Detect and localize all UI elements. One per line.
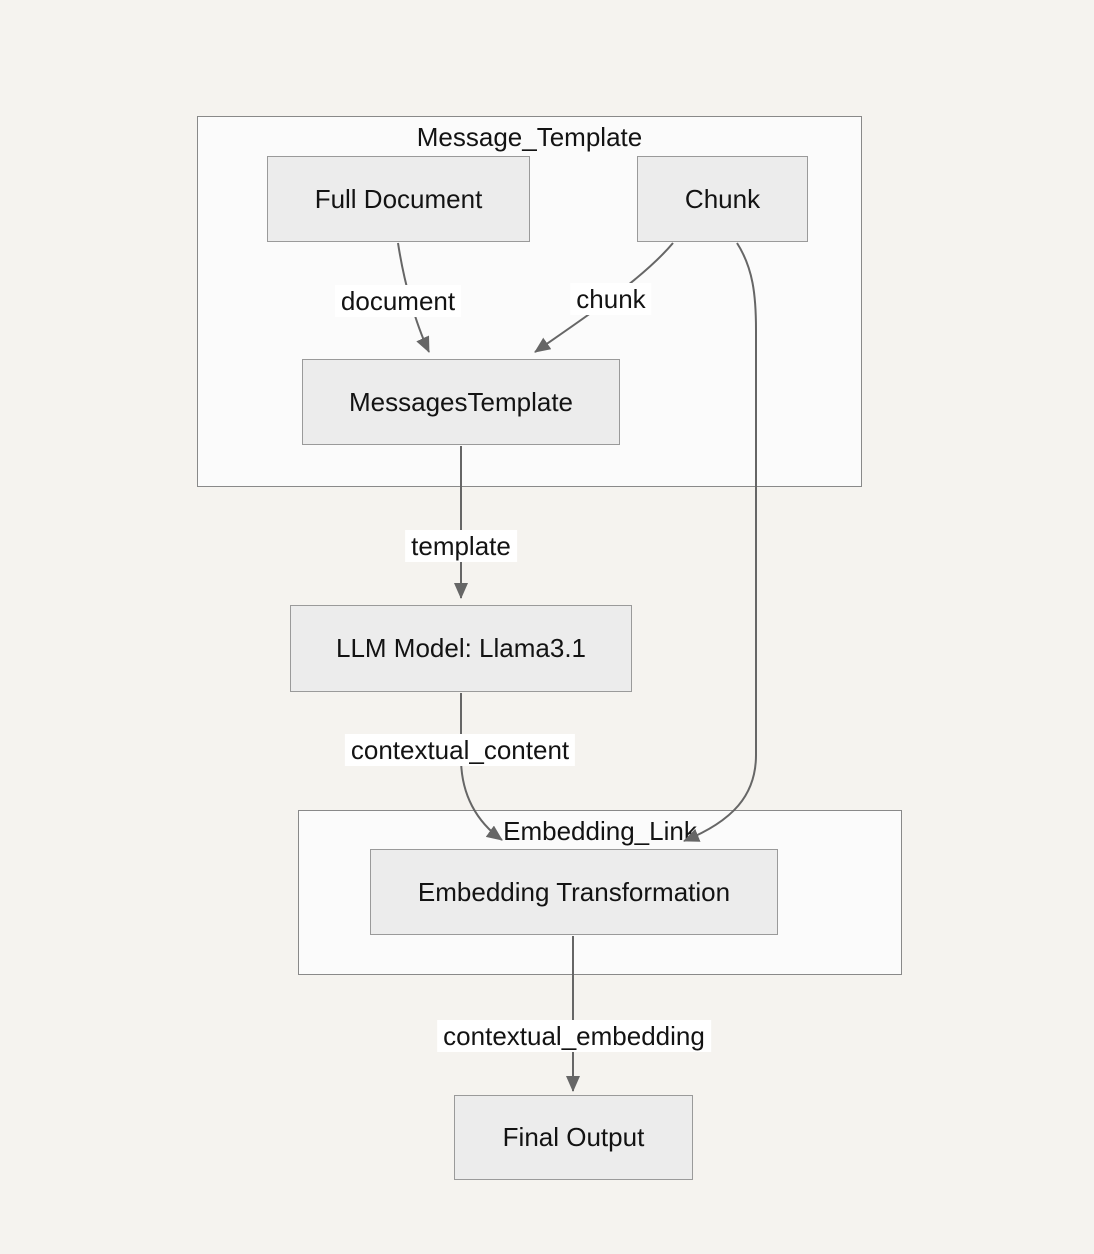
node-label-full-document: Full Document (314, 183, 483, 214)
node-label-messages-template: MessagesTemplate (349, 386, 573, 417)
edge-label-contextual-embedding: contextual_embedding (437, 1020, 711, 1052)
node-label-chunk: Chunk (684, 183, 761, 214)
container-title-embedding-link: Embedding_Link (503, 816, 697, 846)
edge-label-contextual-content: contextual_content (344, 734, 576, 766)
edge-label-chunk: chunk (570, 283, 652, 315)
node-final-output: Final Output (454, 1095, 693, 1180)
container-title-message-template: Message_Template (416, 122, 643, 152)
edge-label-document: document (334, 285, 462, 317)
node-chunk: Chunk (637, 156, 808, 242)
node-label-final-output: Final Output (502, 1122, 645, 1152)
node-label-llm-model: LLM Model: Llama3.1 (335, 633, 587, 663)
node-embedding-transformation: Embedding Transformation (370, 849, 778, 935)
node-full-document: Full Document (267, 156, 530, 242)
node-llm-model-llama31: LLM Model: Llama3.1 (290, 605, 632, 692)
node-label-embedding-transformation: Embedding Transformation (417, 876, 731, 907)
edge-label-template: template (405, 530, 517, 562)
node-messages-template: MessagesTemplate (302, 359, 620, 445)
